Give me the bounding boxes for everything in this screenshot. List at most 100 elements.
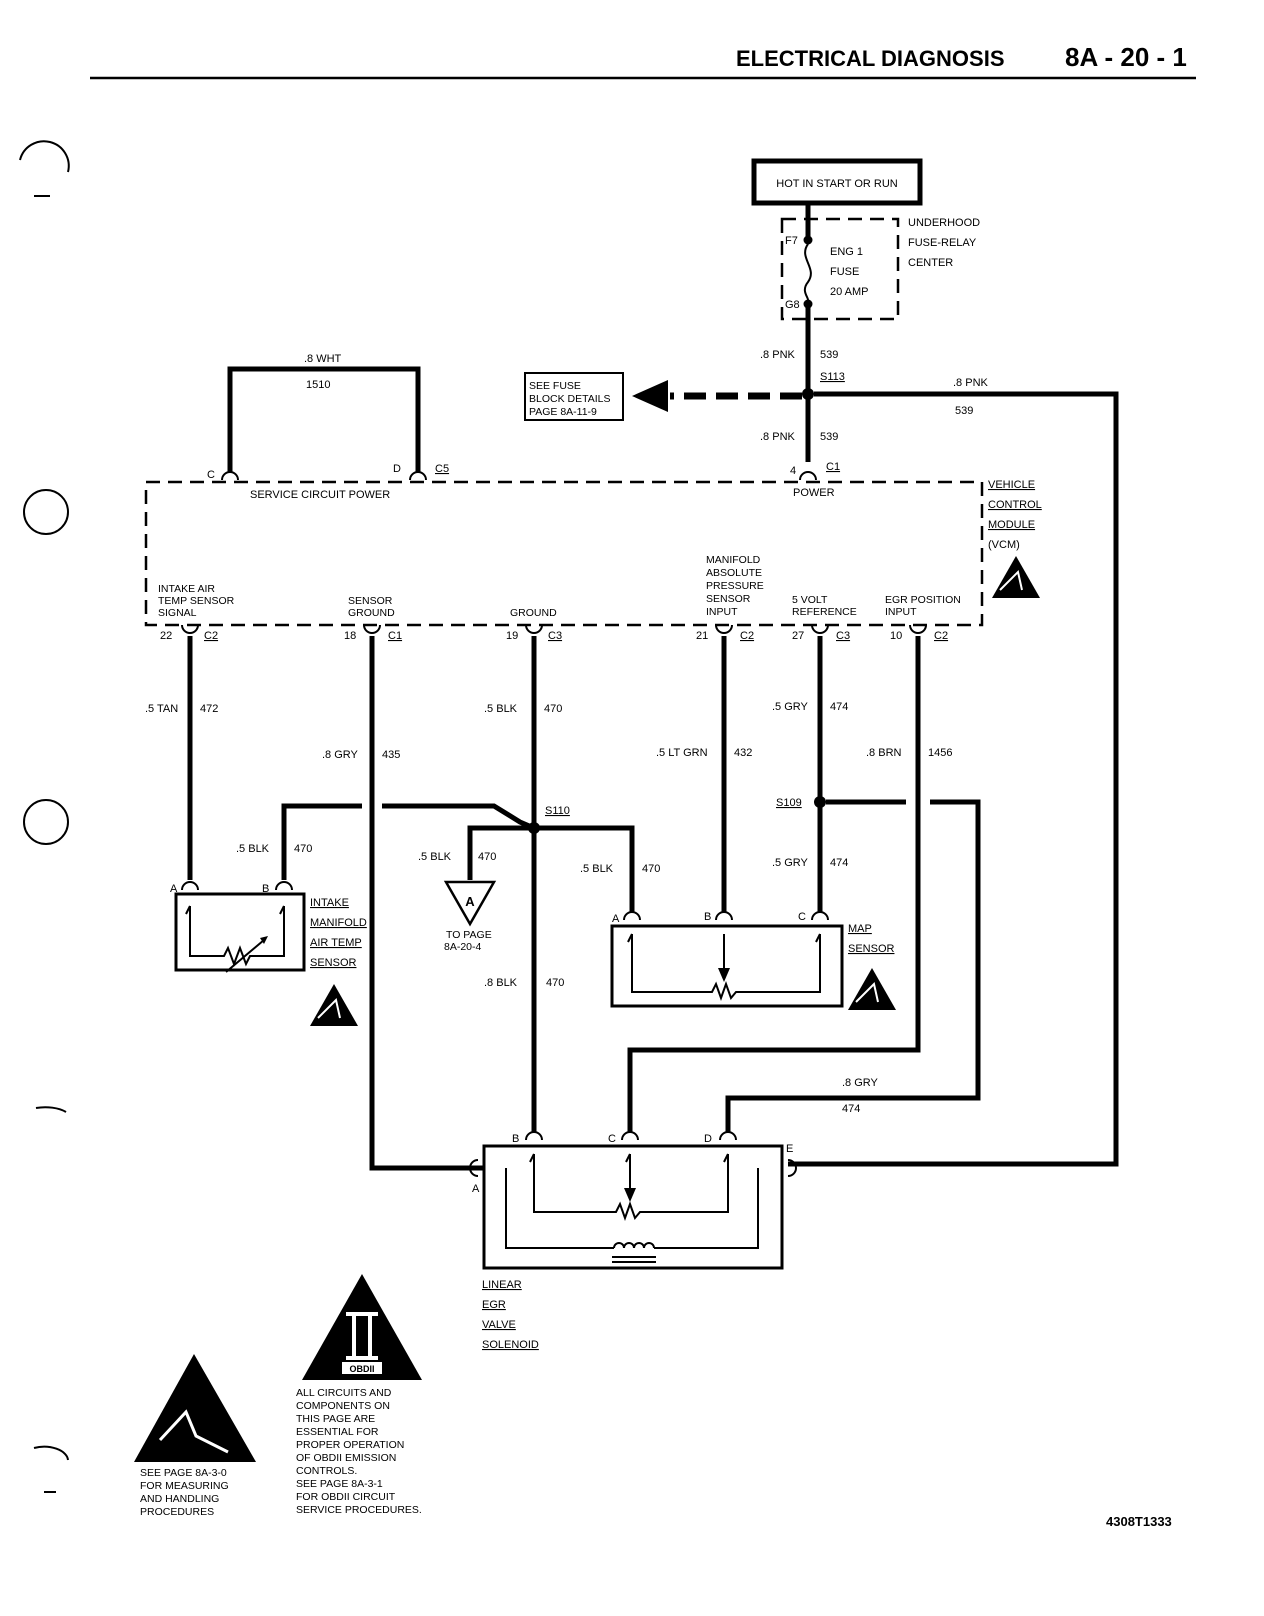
svg-text:INTAKE: INTAKE <box>310 897 349 909</box>
svg-text:COMPONENTS ON: COMPONENTS ON <box>296 1400 390 1412</box>
svg-text:SIGNAL: SIGNAL <box>158 607 197 619</box>
svg-text:D: D <box>704 1133 712 1145</box>
svg-text:F7: F7 <box>785 235 798 247</box>
svg-text:C: C <box>798 911 806 923</box>
svg-text:FOR MEASURING: FOR MEASURING <box>140 1480 229 1492</box>
see-fuse-label: SEE FUSE BLOCK DETAILS PAGE 8A-11-9 <box>529 380 611 418</box>
svg-text:PAGE 8A-11-9: PAGE 8A-11-9 <box>529 406 597 418</box>
iat-sensor: A B <box>170 881 306 973</box>
svg-text:MODULE: MODULE <box>988 519 1035 531</box>
map-sensor: A B C <box>610 911 844 1008</box>
svg-text:539: 539 <box>820 349 838 361</box>
vcm-pin-egr-position: EGR POSITION INPUT 10 C2 <box>885 594 961 642</box>
svg-text:8A-20-4: 8A-20-4 <box>444 941 482 953</box>
svg-text:C3: C3 <box>836 630 850 642</box>
see-fuse-box <box>524 372 624 421</box>
svg-text:A: A <box>170 883 178 895</box>
svg-text:.8 PNK: .8 PNK <box>760 431 796 443</box>
wire-1456-brn <box>627 636 921 1132</box>
svg-text:MANIFOLD: MANIFOLD <box>310 917 367 929</box>
svg-text:SEE PAGE 8A-3-1: SEE PAGE 8A-3-1 <box>296 1478 383 1490</box>
fuse-icon <box>803 243 812 303</box>
ref-a-triangle: A TO PAGE 8A-20-4 <box>443 880 497 953</box>
svg-text:470: 470 <box>544 703 562 715</box>
svg-text:(VCM): (VCM) <box>988 539 1020 551</box>
svg-text:S110: S110 <box>545 805 570 817</box>
svg-text:470: 470 <box>478 851 496 863</box>
svg-text:SENSOR: SENSOR <box>310 957 357 969</box>
vcm-label: VEHICLE CONTROL MODULE (VCM) <box>988 479 1042 551</box>
egr-valve-label: LINEAR EGR VALVE SOLENOID <box>482 1279 539 1351</box>
svg-text:5 VOLT: 5 VOLT <box>792 594 828 606</box>
svg-text:22: 22 <box>160 630 172 642</box>
svg-text:A: A <box>472 1183 480 1195</box>
binder-marks <box>19 140 70 1493</box>
svg-text:FUSE: FUSE <box>830 266 859 278</box>
wire-539-egr-feed <box>788 391 1119 1167</box>
svg-text:MANIFOLD: MANIFOLD <box>706 554 761 566</box>
svg-text:EGR POSITION: EGR POSITION <box>885 594 961 606</box>
svg-text:SEE FUSE: SEE FUSE <box>529 380 581 392</box>
esd-note: SEE PAGE 8A-3-0 FOR MEASURING AND HANDLI… <box>140 1467 229 1518</box>
svg-text:.5 GRY: .5 GRY <box>772 701 809 713</box>
svg-text:PRESSURE: PRESSURE <box>706 580 764 592</box>
esd-warning-icon <box>310 984 358 1026</box>
svg-text:ALL CIRCUITS AND: ALL CIRCUITS AND <box>296 1387 392 1399</box>
svg-text:21: 21 <box>696 630 708 642</box>
svg-text:REFERENCE: REFERENCE <box>792 606 857 618</box>
svg-text:SERVICE PROCEDURES.: SERVICE PROCEDURES. <box>296 1504 422 1516</box>
svg-text:432: 432 <box>734 747 752 759</box>
svg-text:.8 BRN: .8 BRN <box>866 747 902 759</box>
svg-text:PROPER OPERATION: PROPER OPERATION <box>296 1439 404 1451</box>
svg-text:.8 PNK: .8 PNK <box>760 349 796 361</box>
svg-text:.5 BLK: .5 BLK <box>484 703 518 715</box>
svg-text:MAP: MAP <box>848 923 872 935</box>
svg-text:ABSOLUTE: ABSOLUTE <box>706 567 762 579</box>
wire-470-iat-ground-b <box>382 803 535 831</box>
svg-text:4: 4 <box>790 465 796 477</box>
page-title: ELECTRICAL DIAGNOSIS <box>736 46 1005 71</box>
wire-470-iat-ground-a <box>281 803 362 880</box>
svg-text:27: 27 <box>792 630 804 642</box>
svg-text:GROUND: GROUND <box>348 607 395 619</box>
svg-text:TO PAGE: TO PAGE <box>446 929 492 941</box>
svg-text:UNDERHOOD: UNDERHOOD <box>908 217 980 229</box>
svg-text:INTAKE AIR: INTAKE AIR <box>158 583 215 595</box>
svg-text:C2: C2 <box>934 630 948 642</box>
svg-text:B: B <box>262 883 269 895</box>
svg-text:1456: 1456 <box>928 747 952 759</box>
svg-text:VALVE: VALVE <box>482 1319 516 1331</box>
svg-text:19: 19 <box>506 630 518 642</box>
splice-s109 <box>814 796 826 808</box>
svg-text:FUSE-RELAY: FUSE-RELAY <box>908 237 977 249</box>
svg-text:SENSOR: SENSOR <box>848 943 895 955</box>
svg-text:.8 BLK: .8 BLK <box>484 977 518 989</box>
svg-text:539: 539 <box>820 431 838 443</box>
svg-text:AND HANDLING: AND HANDLING <box>140 1493 219 1505</box>
svg-text:C: C <box>608 1133 616 1145</box>
svg-text:AIR TEMP: AIR TEMP <box>310 937 362 949</box>
svg-text:C1: C1 <box>388 630 402 642</box>
svg-text:.8 GRY: .8 GRY <box>842 1077 879 1089</box>
svg-text:POWER: POWER <box>793 487 835 499</box>
svg-text:C: C <box>207 469 215 481</box>
wire-435-gry <box>369 636 484 1171</box>
obdii-warning-icon: OBDII <box>302 1274 422 1380</box>
svg-text:472: 472 <box>200 703 218 715</box>
wire-470-to-ref-a <box>467 825 534 880</box>
svg-text:.5 BLK: .5 BLK <box>580 863 614 875</box>
svg-text:INPUT: INPUT <box>885 606 917 618</box>
obdii-note: ALL CIRCUITS AND COMPONENTS ON THIS PAGE… <box>296 1387 422 1516</box>
vcm-module-box <box>144 480 984 627</box>
svg-text:TEMP SENSOR: TEMP SENSOR <box>158 595 235 607</box>
svg-text:B: B <box>704 911 711 923</box>
svg-text:A: A <box>612 913 620 925</box>
svg-text:.8 GRY: .8 GRY <box>322 749 359 761</box>
svg-text:CONTROL: CONTROL <box>988 499 1042 511</box>
svg-text:ENG 1: ENG 1 <box>830 246 863 258</box>
figure-id: 4308T1333 <box>1106 1514 1172 1529</box>
fuse-terminal-f7 <box>803 235 813 245</box>
esd-warning-icon <box>134 1354 256 1462</box>
svg-text:SENSOR: SENSOR <box>348 595 393 607</box>
